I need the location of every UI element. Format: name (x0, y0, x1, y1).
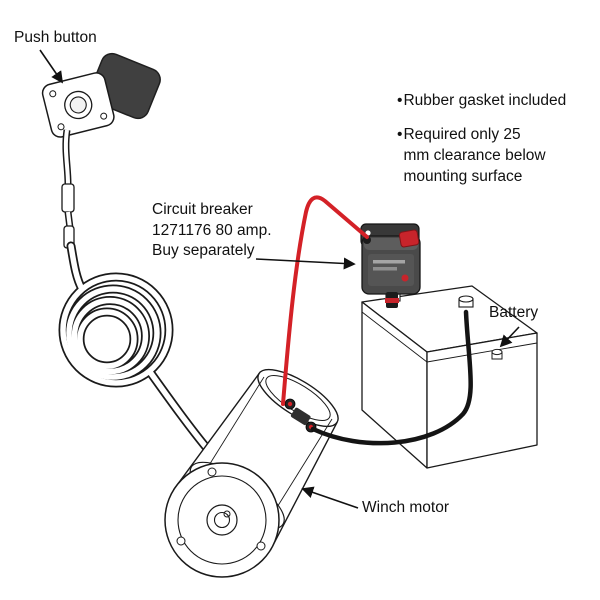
black-ground-wire (310, 309, 473, 446)
battery-right-face (426, 332, 538, 469)
note-rubber-gasket: Rubber gasket included (403, 92, 567, 109)
circuit-breaker-label: Circuit breaker 1271176 80 amp. Buy sepa… (152, 201, 272, 259)
circuit-breaker-illustration (360, 223, 421, 308)
notes-list: • Rubber gasket included • Required only… (397, 90, 589, 187)
push-button-label: Push button (14, 29, 97, 46)
battery-negative-terminal (458, 295, 474, 308)
push-button-illustration (41, 52, 161, 249)
red-power-wire (281, 195, 369, 406)
list-item: • Rubber gasket included (397, 90, 589, 111)
push-button-cord (61, 129, 75, 249)
circuit-breaker-arrow-icon (255, 257, 356, 270)
breaker-input-stud (363, 236, 371, 244)
callout-arrows (39, 49, 520, 509)
coiled-cable-illustration (58, 241, 215, 457)
bullet-icon: • (397, 126, 403, 143)
battery-side-knob (491, 348, 503, 360)
breaker-reset-lever (398, 229, 420, 248)
push-button-plate (41, 72, 115, 138)
bullet-icon: • (397, 92, 403, 109)
motor-terminal-block (290, 407, 311, 426)
list-item: • Required only 25 mm clearance below mo… (397, 124, 589, 187)
wiring (281, 195, 473, 446)
battery-label: Battery (489, 304, 539, 321)
winch-motor-label: Winch motor (362, 499, 449, 516)
winch-motor-illustration (164, 368, 339, 578)
note-clearance: Required only 25 mm clearance below moun… (403, 126, 546, 185)
push-button-arrow-icon (39, 49, 64, 84)
battery-arrow-icon (499, 326, 520, 348)
cord-connector (61, 183, 75, 213)
winch-motor-arrow-icon (301, 486, 359, 509)
